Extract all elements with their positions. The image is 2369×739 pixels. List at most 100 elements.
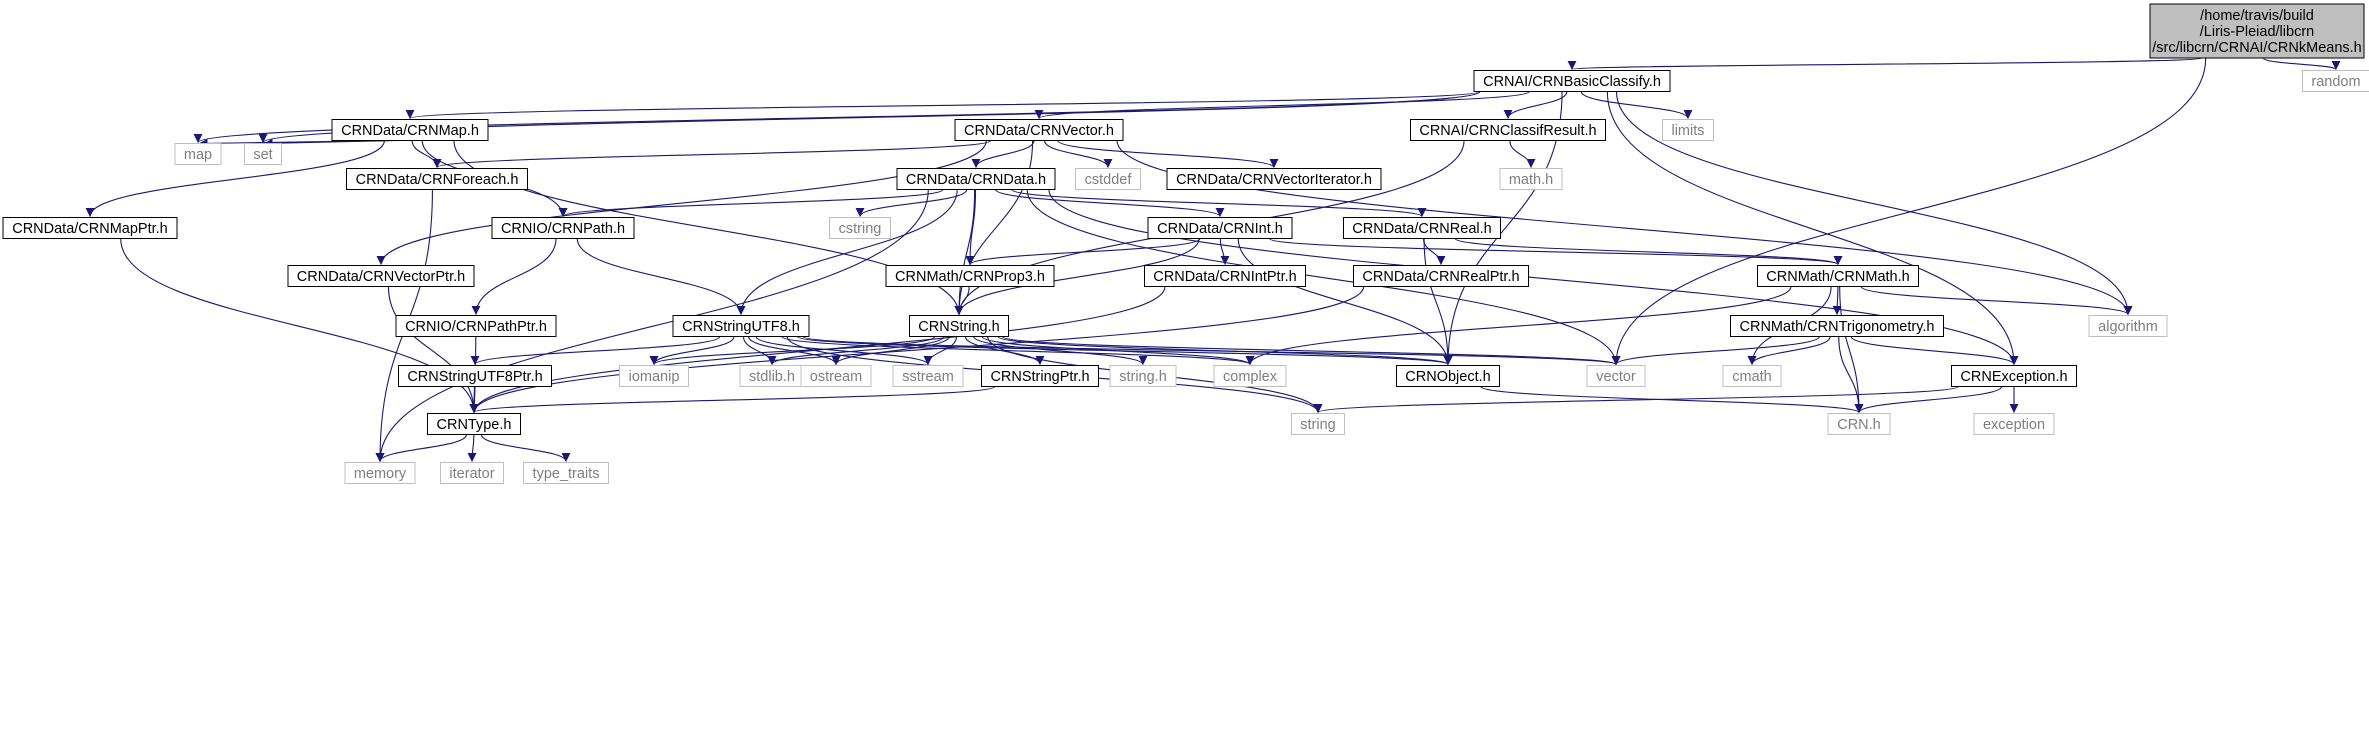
node-box-limits	[1662, 119, 1714, 141]
edge-basicclassify-to-algorithm	[1615, 91, 2133, 315]
node-mapptr[interactable]: CRNData/CRNMapPtr.h	[2, 217, 178, 239]
node-box-cstring	[829, 217, 891, 239]
edge-crnmath-to-algorithm	[1860, 285, 2133, 316]
node-box-cstddef	[1075, 168, 1141, 190]
node-box-memory	[344, 462, 416, 484]
node-box-algorithm	[2088, 315, 2168, 337]
edge-utf8-to-utf8ptr	[470, 335, 721, 366]
node-label-utf8: CRNStringUTF8.h	[682, 319, 800, 335]
node-label-map: map	[184, 147, 212, 163]
node-trig[interactable]: CRNMath/CRNTrigonometry.h	[1730, 315, 1944, 337]
edge-crnstring-to-stringptr	[964, 336, 1045, 365]
edge-crndata-to-vector	[1026, 189, 1621, 365]
node-crnint[interactable]: CRNData/CRNInt.h	[1147, 217, 1293, 239]
node-sstream[interactable]: sstream	[892, 365, 964, 387]
edge-crndata-to-crnstring	[954, 189, 976, 315]
node-crnmap[interactable]: CRNData/CRNMap.h	[331, 119, 489, 141]
node-label-stdlib: stdlib.h	[749, 369, 795, 385]
edge-crnint-to-crnstring	[954, 238, 1200, 315]
node-vector[interactable]: vector	[1586, 365, 1646, 387]
node-box-stringptr	[981, 365, 1099, 387]
node-box-crnreal	[1343, 217, 1501, 239]
node-realptr[interactable]: CRNData/CRNRealPtr.h	[1353, 265, 1529, 287]
node-box-classifresult	[1410, 119, 1606, 141]
node-box-stringh	[1109, 365, 1177, 387]
node-crnstring[interactable]: CRNString.h	[909, 315, 1009, 337]
node-label-intptr: CRNData/CRNIntPtr.h	[1153, 269, 1296, 285]
node-iterator[interactable]: iterator	[440, 462, 504, 484]
node-crnreal[interactable]: CRNData/CRNReal.h	[1343, 217, 1501, 239]
node-pathptr[interactable]: CRNIO/CRNPathPtr.h	[395, 315, 557, 337]
node-limits[interactable]: limits	[1662, 119, 1714, 141]
node-cstddef[interactable]: cstddef	[1075, 168, 1141, 190]
node-cmath[interactable]: cmath	[1722, 365, 1782, 387]
node-box-sstream	[892, 365, 964, 387]
root-line-3: /src/libcrn/CRNAI/CRNkMeans.h	[2152, 40, 2362, 56]
node-label-classifresult: CRNAI/CRNClassifResult.h	[1419, 123, 1596, 139]
node-box-pathptr	[395, 315, 557, 337]
node-mathh[interactable]: math.h	[1499, 168, 1563, 190]
node-basicclassify[interactable]: CRNAI/CRNBasicClassify.h	[1473, 70, 1671, 92]
node-memory[interactable]: memory	[344, 462, 416, 484]
edge-crnint-to-prop3	[965, 237, 1201, 266]
edge-trig-to-vector	[1611, 335, 1820, 366]
edge-crnvector-to-vectoriterator	[1057, 139, 1279, 169]
node-box-crnmath	[1757, 265, 1919, 287]
node-prop3[interactable]: CRNMath/CRNProp3.h	[885, 265, 1055, 287]
node-type_traits[interactable]: type_traits	[523, 462, 609, 484]
node-foreach[interactable]: CRNData/CRNForeach.h	[346, 168, 528, 190]
node-random[interactable]: random	[2302, 70, 2369, 92]
node-label-crndata: CRNData/CRNData.h	[906, 172, 1046, 188]
edge-crndata-to-crnreal	[1011, 188, 1427, 218]
edge-layer	[85, 57, 2341, 462]
node-iomanip[interactable]: iomanip	[619, 365, 689, 387]
node-vectoriterator[interactable]: CRNData/CRNVectorIterator.h	[1166, 168, 1382, 190]
node-map[interactable]: map	[174, 143, 222, 165]
node-box-crntype	[427, 413, 521, 435]
node-crnexception[interactable]: CRNException.h	[1951, 365, 2077, 387]
node-label-pathptr: CRNIO/CRNPathPtr.h	[405, 319, 547, 335]
node-crntype[interactable]: CRNType.h	[427, 413, 521, 435]
node-label-random: random	[2311, 74, 2360, 90]
node-exception[interactable]: exception	[1973, 413, 2055, 435]
node-utf8[interactable]: CRNStringUTF8.h	[672, 315, 810, 337]
node-classifresult[interactable]: CRNAI/CRNClassifResult.h	[1410, 119, 1606, 141]
node-box-utf8ptr	[398, 365, 552, 387]
edge-crnint-to-crnmath	[1268, 237, 1843, 266]
node-crnvector[interactable]: CRNData/CRNVector.h	[954, 119, 1124, 141]
node-algorithm[interactable]: algorithm	[2088, 315, 2168, 337]
node-complex[interactable]: complex	[1213, 365, 1287, 387]
node-crnpath[interactable]: CRNIO/CRNPath.h	[491, 217, 635, 239]
node-cstring[interactable]: cstring	[829, 217, 891, 239]
node-stringh[interactable]: string.h	[1109, 365, 1177, 387]
edge-crntype-to-memory	[375, 434, 468, 462]
edge-crnexception-to-crnh	[1854, 385, 2003, 414]
node-crnh[interactable]: CRN.h	[1827, 413, 1891, 435]
edge-classifresult-to-mathh	[1509, 140, 1536, 168]
node-box-utf8	[672, 315, 810, 337]
edge-crnmap-to-mapptr	[85, 140, 385, 217]
edge-crnreal-to-realptr	[1422, 238, 1446, 265]
node-vectorptr[interactable]: CRNData/CRNVectorPtr.h	[287, 265, 475, 287]
node-label-crnint: CRNData/CRNInt.h	[1157, 221, 1283, 237]
root-line-1: /home/travis/build	[2200, 8, 2314, 24]
node-ostream[interactable]: ostream	[800, 365, 872, 387]
node-crnobject[interactable]: CRNObject.h	[1396, 365, 1500, 387]
node-stdlib[interactable]: stdlib.h	[739, 365, 805, 387]
node-string[interactable]: string	[1291, 413, 1345, 435]
node-utf8ptr[interactable]: CRNStringUTF8Ptr.h	[398, 365, 552, 387]
node-box-iomanip	[619, 365, 689, 387]
node-box-vectorptr	[287, 265, 475, 287]
node-crnmath[interactable]: CRNMath/CRNMath.h	[1757, 265, 1919, 287]
node-label-crntype: CRNType.h	[437, 417, 512, 433]
root-node[interactable]: /home/travis/build /Liris-Pleiad/libcrn …	[2149, 3, 2365, 59]
node-set[interactable]: set	[244, 143, 282, 165]
node-crndata[interactable]: CRNData/CRNData.h	[896, 168, 1056, 190]
node-layer: /home/travis/build /Liris-Pleiad/libcrn …	[2, 3, 2369, 484]
edge-utf8-to-complex	[781, 335, 1255, 366]
node-box-realptr	[1353, 265, 1529, 287]
edge-crndata-to-crnpath	[558, 188, 944, 218]
node-intptr[interactable]: CRNData/CRNIntPtr.h	[1144, 265, 1306, 287]
node-label-realptr: CRNData/CRNRealPtr.h	[1362, 269, 1519, 285]
node-stringptr[interactable]: CRNStringPtr.h	[981, 365, 1099, 387]
